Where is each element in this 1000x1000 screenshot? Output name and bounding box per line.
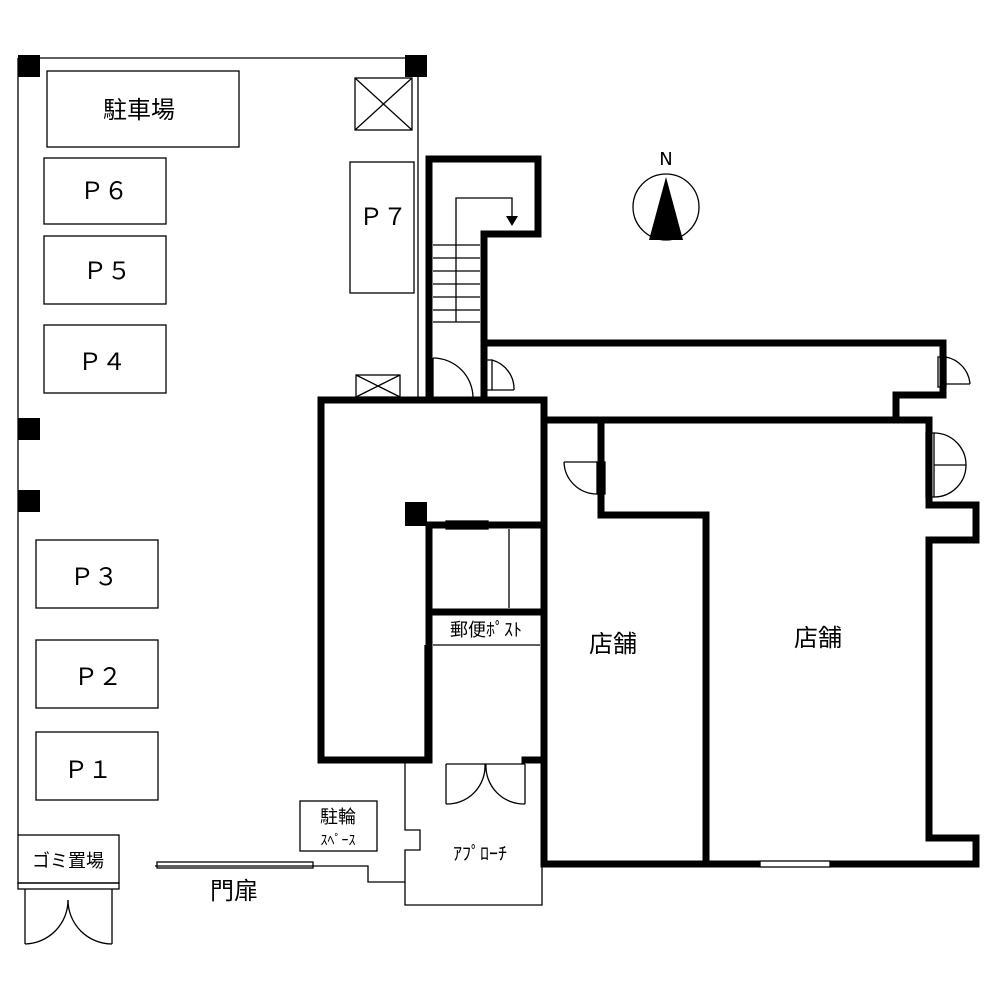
mailbox-area: 郵便ﾎﾟｽﾄ <box>450 620 522 641</box>
shaft-box-top <box>354 77 413 131</box>
garbage-area: ゴミ置場 <box>17 834 120 945</box>
parking-space-label: Ｐ４ <box>78 348 126 376</box>
garbage-double-door <box>24 889 113 945</box>
parking-space-label: Ｐ５ <box>83 257 131 285</box>
gate: 門扉 <box>156 861 314 905</box>
corridor-door-right <box>937 356 971 388</box>
entrance-double-door <box>445 763 526 805</box>
approach-label: ｱﾌﾟﾛｰﾁ <box>453 844 507 865</box>
parking-space-label: Ｐ３ <box>70 563 118 591</box>
shop-right-label: 店舗 <box>794 624 842 652</box>
parking-space-p5: Ｐ５ <box>43 235 167 305</box>
parking-space-label: Ｐ６ <box>80 177 128 205</box>
parking-space-label: Ｐ１ <box>64 756 112 784</box>
parking-space-p7: Ｐ７ <box>349 161 415 294</box>
parking-space-p3: Ｐ３ <box>35 539 159 609</box>
parking-space-label: Ｐ７ <box>359 203 407 231</box>
shaft-box-small <box>355 374 401 398</box>
stair-core <box>425 155 542 402</box>
parking-space-p4: Ｐ４ <box>43 324 167 394</box>
stair-door <box>432 357 474 399</box>
entrance-hall: 郵便ﾎﾟｽﾄ <box>317 396 548 805</box>
shops: 店舗 店舗 <box>540 416 980 868</box>
shop-door-left <box>563 461 606 495</box>
stair-treads <box>433 244 480 323</box>
north-arrow: N <box>632 149 700 241</box>
parking-space-label: Ｐ２ <box>74 663 122 691</box>
structural-columns <box>18 55 427 526</box>
parking-title-box: 駐車場 <box>46 70 240 148</box>
approach-area: ｱﾌﾟﾛｰﾁ <box>453 844 507 865</box>
bicycle-space: 駐輪 ｽﾍﾟｰｽ <box>299 800 378 852</box>
gate-label: 門扉 <box>210 877 258 905</box>
shop-door-right <box>925 432 967 498</box>
bicycle-space-label-line1: 駐輪 <box>320 807 356 828</box>
shop-left-label: 店舗 <box>589 630 637 658</box>
parking-space-p1: Ｐ１ <box>35 731 159 801</box>
parking-area: 駐車場 Ｐ６ Ｐ５ Ｐ４ Ｐ３ Ｐ２ Ｐ１ Ｐ７ <box>35 70 415 801</box>
mailbox-label: 郵便ﾎﾟｽﾄ <box>450 620 522 641</box>
bicycle-space-label-line2: ｽﾍﾟｰｽ <box>321 833 356 849</box>
parking-space-p2: Ｐ２ <box>35 639 159 709</box>
parking-space-p6: Ｐ６ <box>43 157 167 225</box>
garbage-label: ゴミ置場 <box>32 851 104 872</box>
parking-title: 駐車場 <box>103 96 175 124</box>
north-label: N <box>659 149 672 170</box>
upper-corridor <box>480 339 971 422</box>
corridor-door-left <box>483 359 515 391</box>
